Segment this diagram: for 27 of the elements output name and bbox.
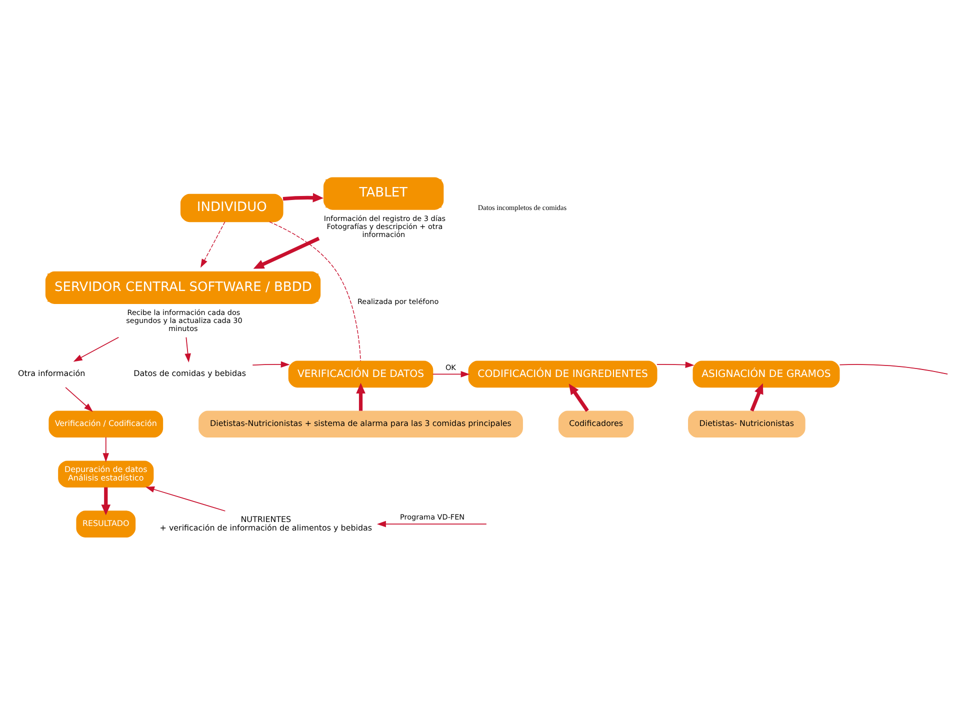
arrow [750, 382, 764, 411]
connector [269, 220, 361, 361]
arrow [200, 220, 226, 268]
arrow [376, 520, 487, 527]
edge-label: Realizada por teléfono [357, 296, 439, 306]
node-box: VERIFICACIÓN DE DATOS [288, 360, 434, 388]
arrow [656, 361, 694, 368]
node-box: ASIGNACIÓN DE GRAMOS [692, 360, 840, 388]
arrow [184, 336, 191, 362]
node-box: INDIVIDUO [180, 193, 284, 222]
node-box: CODIFICACIÓN DE INGREDIENTES [468, 360, 658, 388]
arrow [73, 336, 120, 362]
arrow [356, 382, 366, 410]
edge-label: OK [446, 362, 456, 372]
arrow [101, 486, 111, 515]
arrow [568, 383, 589, 412]
arrow [282, 192, 324, 202]
arrow [432, 370, 470, 377]
node-label: Recibe la información cada dos segundos y la actualiza cada 30 minutos [126, 308, 242, 333]
connector [839, 363, 948, 374]
arrow [253, 236, 320, 268]
edge-label: Programa VD-FEN [400, 512, 465, 522]
arrow [252, 360, 290, 368]
arrow [102, 436, 110, 462]
arrow [65, 386, 93, 412]
arrow [145, 486, 226, 511]
node-label: Información del registro de 3 días Fotografías y descripción + otra información [324, 214, 446, 238]
